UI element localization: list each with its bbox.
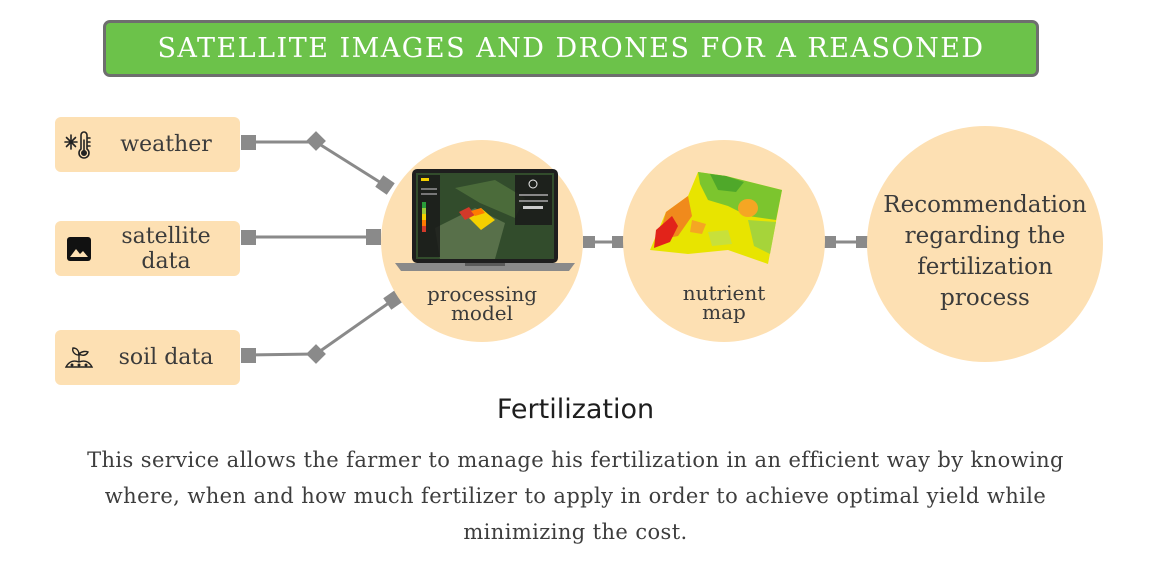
soil-connector-diamond — [306, 344, 326, 364]
nutrient-map-label: nutrient map — [682, 281, 766, 324]
recommendation-label: Recommendation regarding the fertilizati… — [883, 192, 1087, 311]
nutrient-to-recommendation-end — [856, 236, 868, 248]
section-title: Fertilization — [496, 394, 655, 425]
satellite-connector-square — [241, 230, 256, 245]
thermometer-snowflake-icon — [64, 130, 91, 159]
section-description: This service allows the farmer to manage… — [87, 448, 1064, 544]
weather-connector-line-diagonal — [315, 140, 387, 188]
processing-to-nutrient-start — [583, 236, 595, 248]
source-soil-data: soil data — [55, 330, 240, 385]
soil-connector-square — [241, 348, 256, 363]
sprout-icon — [64, 346, 94, 368]
soil-connector-line — [247, 352, 317, 357]
weather-connector-square — [241, 135, 256, 150]
source-soil-label: soil data — [118, 345, 214, 370]
satellite-connector-end — [366, 229, 381, 245]
laptop-dashboard-icon — [395, 169, 575, 271]
source-weather: weather — [55, 117, 240, 172]
banner-title: SATELLITE IMAGES AND DRONES FOR A REASON… — [103, 20, 1039, 77]
source-satellite-label: satellite data — [121, 223, 211, 274]
soil-connector-line-diagonal — [315, 298, 394, 356]
nutrient-to-recommendation-start — [824, 236, 836, 248]
weather-connector-diamond — [306, 131, 326, 151]
weather-connector-end — [375, 175, 395, 195]
nutrient-map-image — [650, 172, 782, 264]
image-icon — [67, 236, 91, 261]
processing-model-label: processing model — [426, 282, 538, 325]
source-weather-label: weather — [120, 132, 212, 157]
processing-to-nutrient-end — [612, 236, 624, 248]
recommendation-node: Recommendation regarding the fertilizati… — [867, 126, 1103, 362]
source-satellite-data: satellite data — [55, 221, 240, 276]
